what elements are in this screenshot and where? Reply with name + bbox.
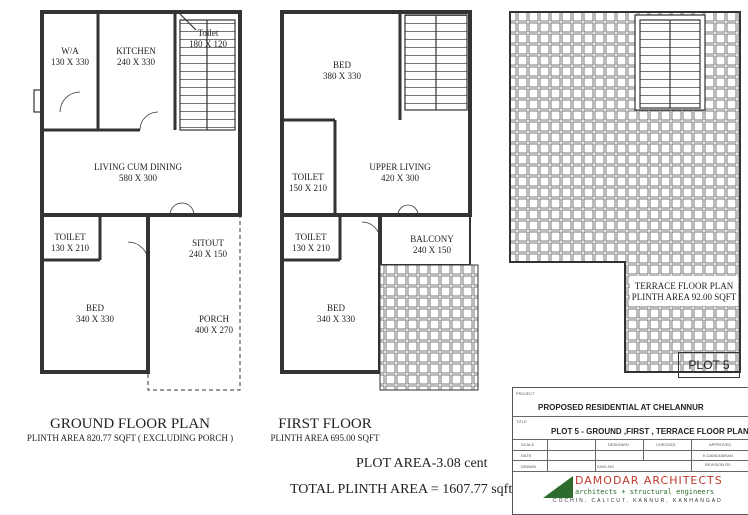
caption-plinth: PLINTH AREA 695.00 SQFT xyxy=(270,433,380,443)
room-name: Toilet xyxy=(197,28,219,38)
room-size: 150 X 210 xyxy=(289,183,327,193)
room-size: 380 X 330 xyxy=(323,71,361,81)
title-label: TITLE xyxy=(516,419,527,424)
total-plinth-area: TOTAL PLINTH AREA = 1607.77 sqft xyxy=(290,482,513,497)
title-block: PROJECT PROPOSED RESIDENTIAL AT CHELANNU… xyxy=(512,387,748,515)
checked-label: CHECKED xyxy=(656,442,676,447)
ground-floor-walls xyxy=(33,10,242,391)
room-name: UPPER LIVING xyxy=(369,162,431,172)
room-name: TOILET xyxy=(54,232,86,242)
caption-title: GROUND FLOOR PLAN xyxy=(49,416,211,432)
room-size: 240 X 330 xyxy=(117,57,155,67)
room-size: 420 X 300 xyxy=(380,173,419,183)
room-name: LIVING CUM DINING xyxy=(94,162,182,172)
room-size: 130 X 210 xyxy=(51,243,89,253)
room-name: PORCH xyxy=(198,314,229,324)
plot-label: PLOT 5 xyxy=(678,352,740,378)
room-size: 340 X 330 xyxy=(76,314,114,324)
room-size: 580 X 300 xyxy=(119,173,157,183)
room-name: BED xyxy=(327,303,345,313)
approved-by: K.DAMODARAN xyxy=(703,453,733,458)
firm-tagline: architects + structural engineers xyxy=(575,488,715,496)
room-name: W/A xyxy=(61,46,79,56)
room-name: BALCONY xyxy=(410,234,454,244)
room-size: 240 X 150 xyxy=(412,245,451,255)
room-name: BED xyxy=(86,303,104,313)
scale-label: SCALE xyxy=(521,442,535,447)
drawn-label: DRAWN xyxy=(521,464,536,469)
firm-name: DAMODAR ARCHITECTS xyxy=(575,474,723,487)
approved-label: APPROVED xyxy=(709,442,732,447)
date-label: DATE xyxy=(521,453,532,458)
revision-label: REVISION R0 xyxy=(705,462,731,467)
project-label: PROJECT xyxy=(516,391,535,396)
terrace-title: TERRACE FLOOR PLAN xyxy=(634,281,734,291)
firm-logo-icon xyxy=(543,476,573,498)
room-size: 130 X 210 xyxy=(292,243,330,253)
plot-area: PLOT AREA-3.08 cent xyxy=(356,456,488,471)
caption-plinth: PLINTH AREA 820.77 SQFT ( EXCLUDING PORC… xyxy=(26,433,234,443)
room-name: KITCHEN xyxy=(116,46,156,56)
room-name: BED xyxy=(333,60,351,70)
terrace-plinth: PLINTH AREA 92.00 SQFT xyxy=(631,292,737,302)
room-size: 340 X 330 xyxy=(317,314,355,324)
dwg-label: DWG.NO xyxy=(597,464,614,469)
terrace-walls xyxy=(509,11,741,373)
room-size: 180 X 120 xyxy=(189,39,227,49)
first-floor-walls xyxy=(280,10,479,391)
caption-title: FIRST FLOOR xyxy=(278,416,372,432)
room-name: TOILET xyxy=(292,172,324,182)
room-size: 130 X 330 xyxy=(51,57,89,67)
designed-label: DESIGNED xyxy=(608,442,629,447)
project-name: PROPOSED RESIDENTIAL AT CHELANNUR xyxy=(538,403,704,412)
drawing-title: PLOT 5 - GROUND ,FIRST , TERRACE FLOOR P… xyxy=(551,427,748,436)
room-name: TOILET xyxy=(295,232,327,242)
room-size: 240 X 150 xyxy=(189,249,227,259)
room-size: 400 X 270 xyxy=(195,325,233,335)
room-name: SITOUT xyxy=(192,238,224,248)
firm-locations: COCHIN, CALICUT, KANNUR, KANHANGAD xyxy=(553,498,723,504)
